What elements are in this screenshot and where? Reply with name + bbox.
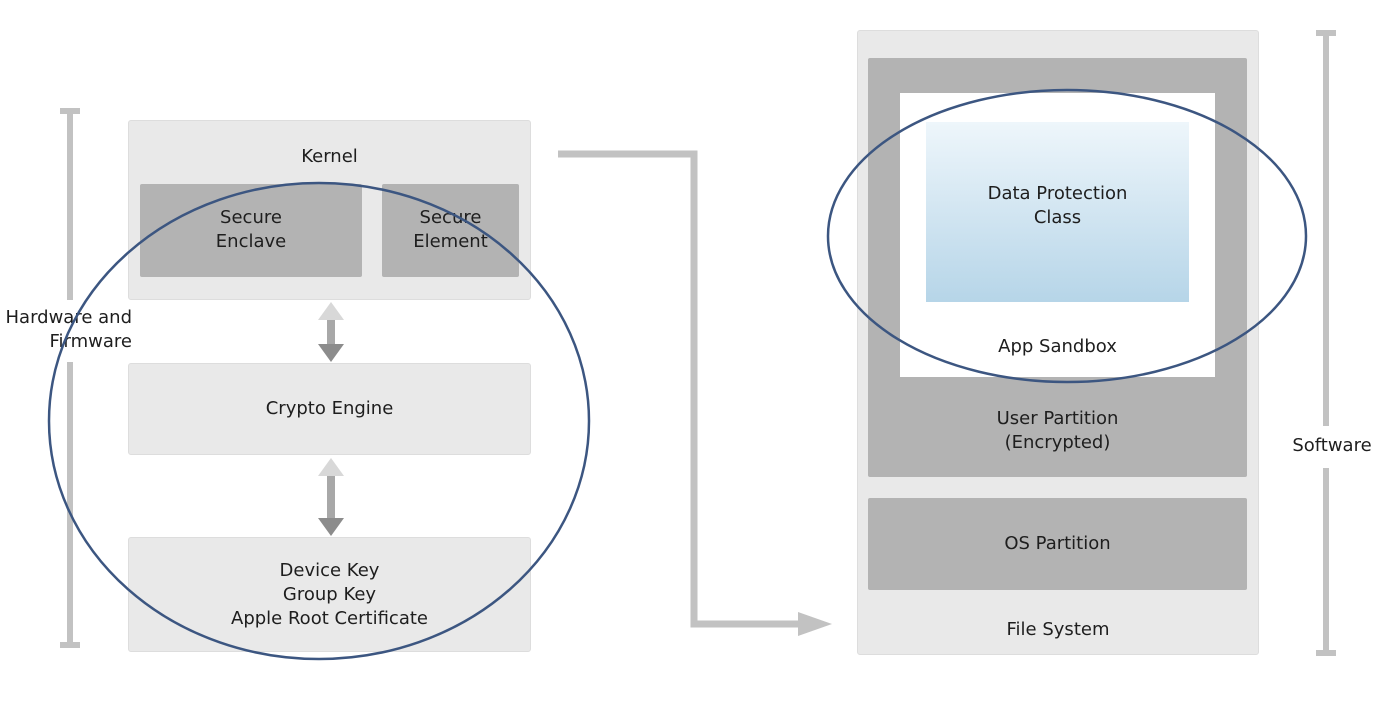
app-sandbox-label: App Sandbox	[998, 336, 1117, 357]
hardware-bracket	[60, 108, 80, 648]
crypto-keys-double-arrow	[318, 458, 344, 536]
os-partition-box: OS Partition	[868, 498, 1247, 590]
secure-element-box: Secure Element	[382, 184, 519, 277]
software-bracket-label: Software	[1292, 435, 1372, 456]
kernel-label: Kernel	[301, 146, 358, 167]
user-partition-label: User Partition (Encrypted)	[996, 408, 1119, 453]
crypto-engine-box: Crypto Engine	[128, 363, 531, 455]
kernel-to-filesystem-arrow	[558, 150, 832, 636]
hardware-bracket-label: Hardware and Firmware	[0, 306, 136, 354]
keys-box: Device Key Group Key Apple Root Certific…	[128, 537, 531, 652]
data-protection-class-box: Data Protection Class	[926, 122, 1189, 302]
secure-enclave-box: Secure Enclave	[140, 184, 362, 277]
software-bracket	[1316, 30, 1336, 656]
kernel-crypto-double-arrow	[318, 302, 344, 362]
file-system-label: File System	[1006, 619, 1110, 640]
